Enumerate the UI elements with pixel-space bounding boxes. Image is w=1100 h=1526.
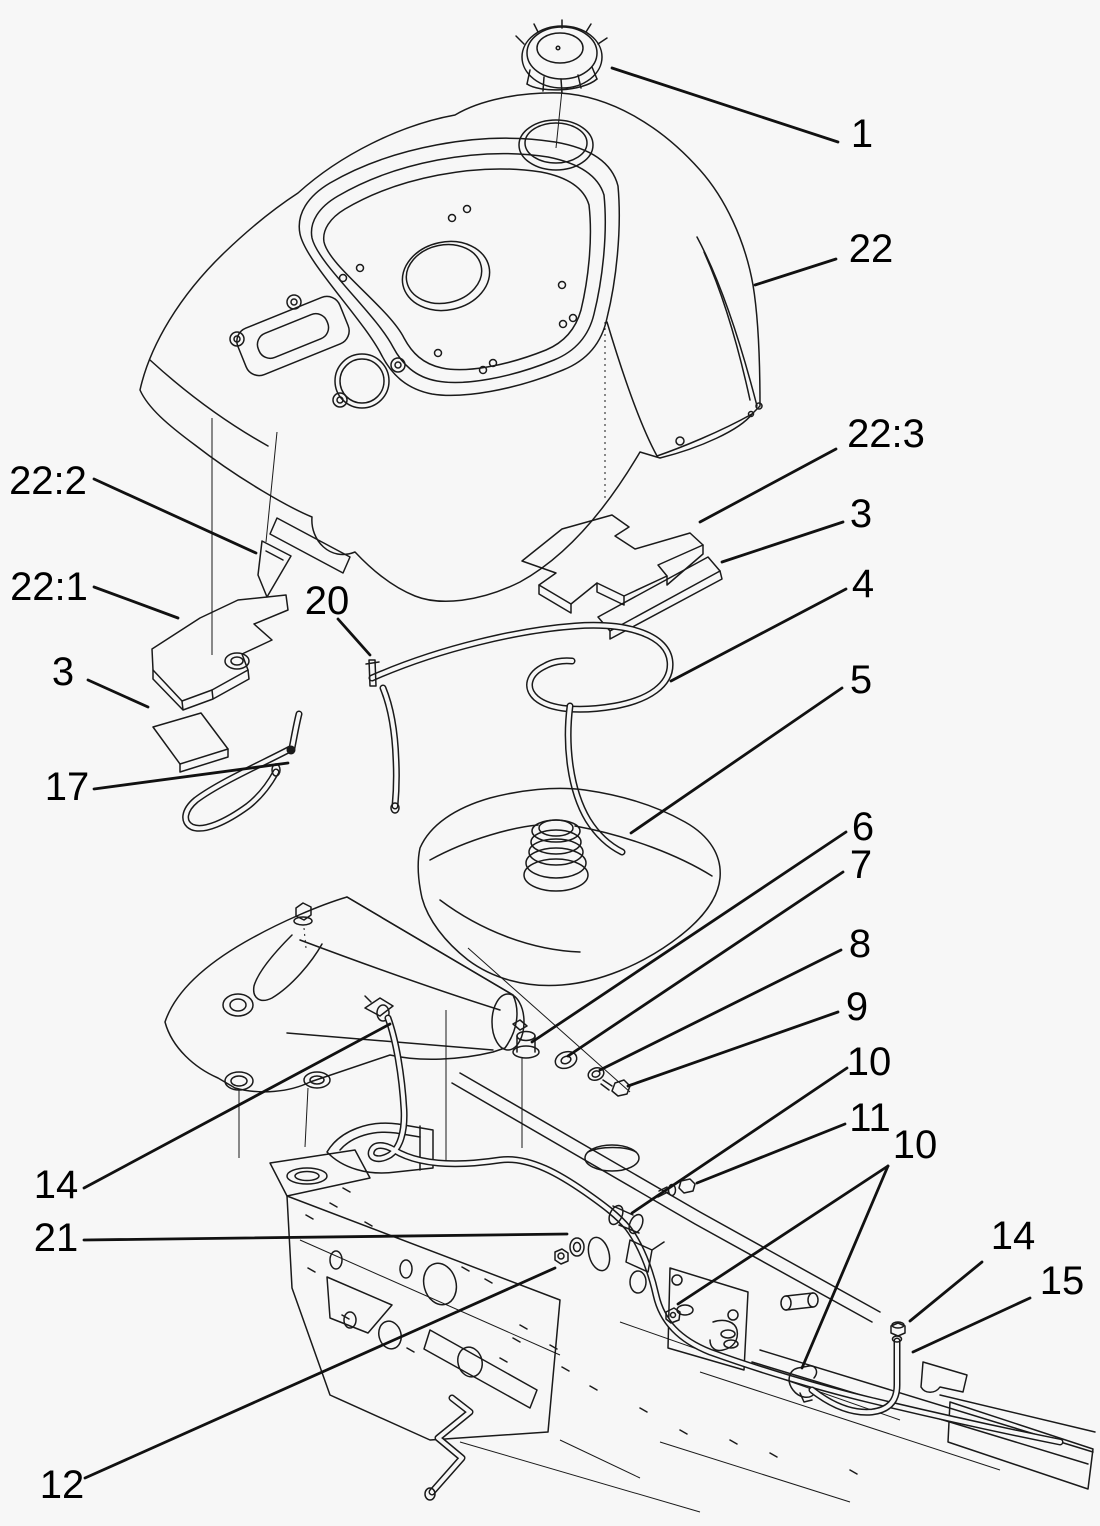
callout-label-10-upper: 10 xyxy=(847,1040,892,1084)
washer-part xyxy=(554,1050,578,1070)
lock-washer-part xyxy=(587,1066,605,1082)
hose-clamp-screw xyxy=(286,745,296,755)
foam-pad-22-3 xyxy=(521,514,704,605)
j-hose-part xyxy=(808,1335,903,1416)
callout-label-17: 17 xyxy=(45,765,90,809)
callout-label-21: 21 xyxy=(34,1216,79,1260)
callout-11: 11 xyxy=(695,1096,891,1185)
callout-label-22-3: 22:3 xyxy=(847,412,925,456)
hose-clip xyxy=(365,659,380,687)
shield-bolt xyxy=(293,902,313,949)
hood-screw-holes xyxy=(338,204,578,375)
hood-part xyxy=(139,92,763,655)
line-bolt xyxy=(665,1304,694,1324)
callout-12: 12 xyxy=(40,1266,557,1507)
callout-label-22-2: 22:2 xyxy=(9,459,87,503)
callout-label-22: 22 xyxy=(849,227,894,271)
callout-label-3-right: 3 xyxy=(850,492,872,536)
callout-10-lower: 10 xyxy=(676,1123,938,1370)
callout-22-3: 22:3 xyxy=(698,412,925,524)
callout-label-7: 7 xyxy=(850,843,872,887)
callout-label-22-1: 22:1 xyxy=(10,565,88,609)
elbow-fitting xyxy=(364,995,394,1022)
callout-label-20: 20 xyxy=(305,579,350,623)
cap-nut-part xyxy=(890,1321,906,1337)
callouts: 1 22 22:3 3 4 5 6 7 xyxy=(9,66,1085,1507)
crank-handle xyxy=(424,1394,474,1501)
callout-label-14-left: 14 xyxy=(34,1163,79,1207)
projection-line-flap xyxy=(265,431,278,543)
callout-3-left: 3 xyxy=(52,650,150,709)
callout-17: 17 xyxy=(45,761,290,809)
callout-label-8: 8 xyxy=(849,922,871,966)
callout-label-12: 12 xyxy=(40,1463,85,1507)
cap-projection-line xyxy=(555,89,563,149)
callout-7: 7 xyxy=(566,843,872,1058)
screw-part xyxy=(600,1079,631,1097)
callout-10-upper: 10 xyxy=(630,1040,892,1215)
callout-4: 4 xyxy=(669,562,874,683)
foam-pads xyxy=(151,514,723,773)
nut-part xyxy=(554,1248,569,1265)
frame-slot-holes xyxy=(305,1187,858,1475)
callout-3-right: 3 xyxy=(720,492,872,564)
callout-22-1: 22:1 xyxy=(10,565,180,620)
callout-label-6: 6 xyxy=(852,805,874,849)
hood-gauge-hole xyxy=(334,353,390,409)
fuel-tank-part xyxy=(417,787,721,987)
callout-20: 20 xyxy=(305,579,372,657)
callout-9: 9 xyxy=(626,985,868,1088)
callout-label-5: 5 xyxy=(850,658,872,702)
callout-14-right: 14 xyxy=(908,1214,1036,1323)
callout-22: 22 xyxy=(753,227,894,287)
grommet-part xyxy=(569,1237,585,1257)
fuel-cap-part xyxy=(515,19,608,149)
callout-8: 8 xyxy=(598,922,871,1072)
callout-label-15: 15 xyxy=(1040,1259,1085,1303)
callout-14-left: 14 xyxy=(34,1022,392,1207)
callout-6: 6 xyxy=(530,805,874,1044)
callout-label-11: 11 xyxy=(849,1096,891,1140)
hood-slot xyxy=(236,295,350,377)
callout-label-14-right: 14 xyxy=(991,1214,1036,1258)
callout-label-10-lower: 10 xyxy=(893,1123,938,1167)
callout-22-2: 22:2 xyxy=(9,459,258,555)
hoses xyxy=(182,621,674,856)
heat-shield-part xyxy=(164,896,525,1162)
fuel-valve xyxy=(625,1239,665,1294)
callout-label-1: 1 xyxy=(851,112,873,156)
callout-label-3-left: 3 xyxy=(52,650,74,694)
tank-filler-neck xyxy=(523,819,589,892)
frame-oval-hole xyxy=(587,1236,611,1272)
callout-15: 15 xyxy=(911,1259,1085,1354)
hood-lower-lip xyxy=(269,517,351,574)
callout-label-4: 4 xyxy=(852,562,874,606)
callout-21: 21 xyxy=(34,1216,569,1260)
callout-1: 1 xyxy=(610,66,873,156)
line-clamp-lower xyxy=(788,1365,818,1403)
frame-part xyxy=(269,1014,1096,1513)
callout-5: 5 xyxy=(629,658,872,835)
callout-label-9: 9 xyxy=(846,985,868,1029)
line-clamp-upper xyxy=(608,1204,644,1235)
